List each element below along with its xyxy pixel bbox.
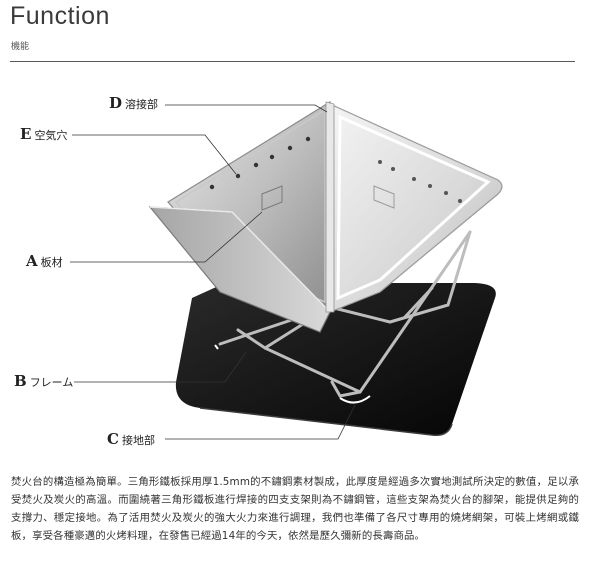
label-letter: B — [14, 372, 27, 390]
base-plate-edge — [199, 407, 453, 437]
leader-e — [72, 134, 237, 175]
leader-b — [74, 351, 247, 383]
air-holes-left — [209, 136, 311, 190]
label-letter: D — [109, 94, 123, 112]
leader-lines — [70, 104, 356, 440]
weld-seam — [325, 101, 335, 313]
label-text: 板材 — [40, 256, 63, 269]
page-subtitle: 機能 — [11, 42, 30, 52]
label-letter: A — [26, 252, 38, 270]
leader-c — [165, 404, 356, 440]
air-holes-right — [378, 160, 462, 203]
fire-pit-diagram — [70, 100, 503, 440]
right-panel — [329, 103, 503, 313]
base-plate — [175, 283, 496, 436]
description-paragraph: 焚火台的構造極為簡單。三角形鐵板採用厚1.5mm的不鏽鋼素材製成，此厚度是經過多… — [11, 476, 579, 542]
page-title: Function — [10, 2, 110, 30]
label-letter: C — [107, 430, 119, 448]
label-letter: E — [20, 125, 32, 143]
leader-d — [165, 104, 328, 113]
label-text: 接地部 — [121, 434, 155, 447]
label-text: フレーム — [29, 376, 74, 389]
leader-a — [70, 211, 263, 263]
label-text: 空気穴 — [34, 129, 68, 142]
title-divider — [10, 61, 575, 62]
label-text: 溶接部 — [125, 98, 159, 111]
